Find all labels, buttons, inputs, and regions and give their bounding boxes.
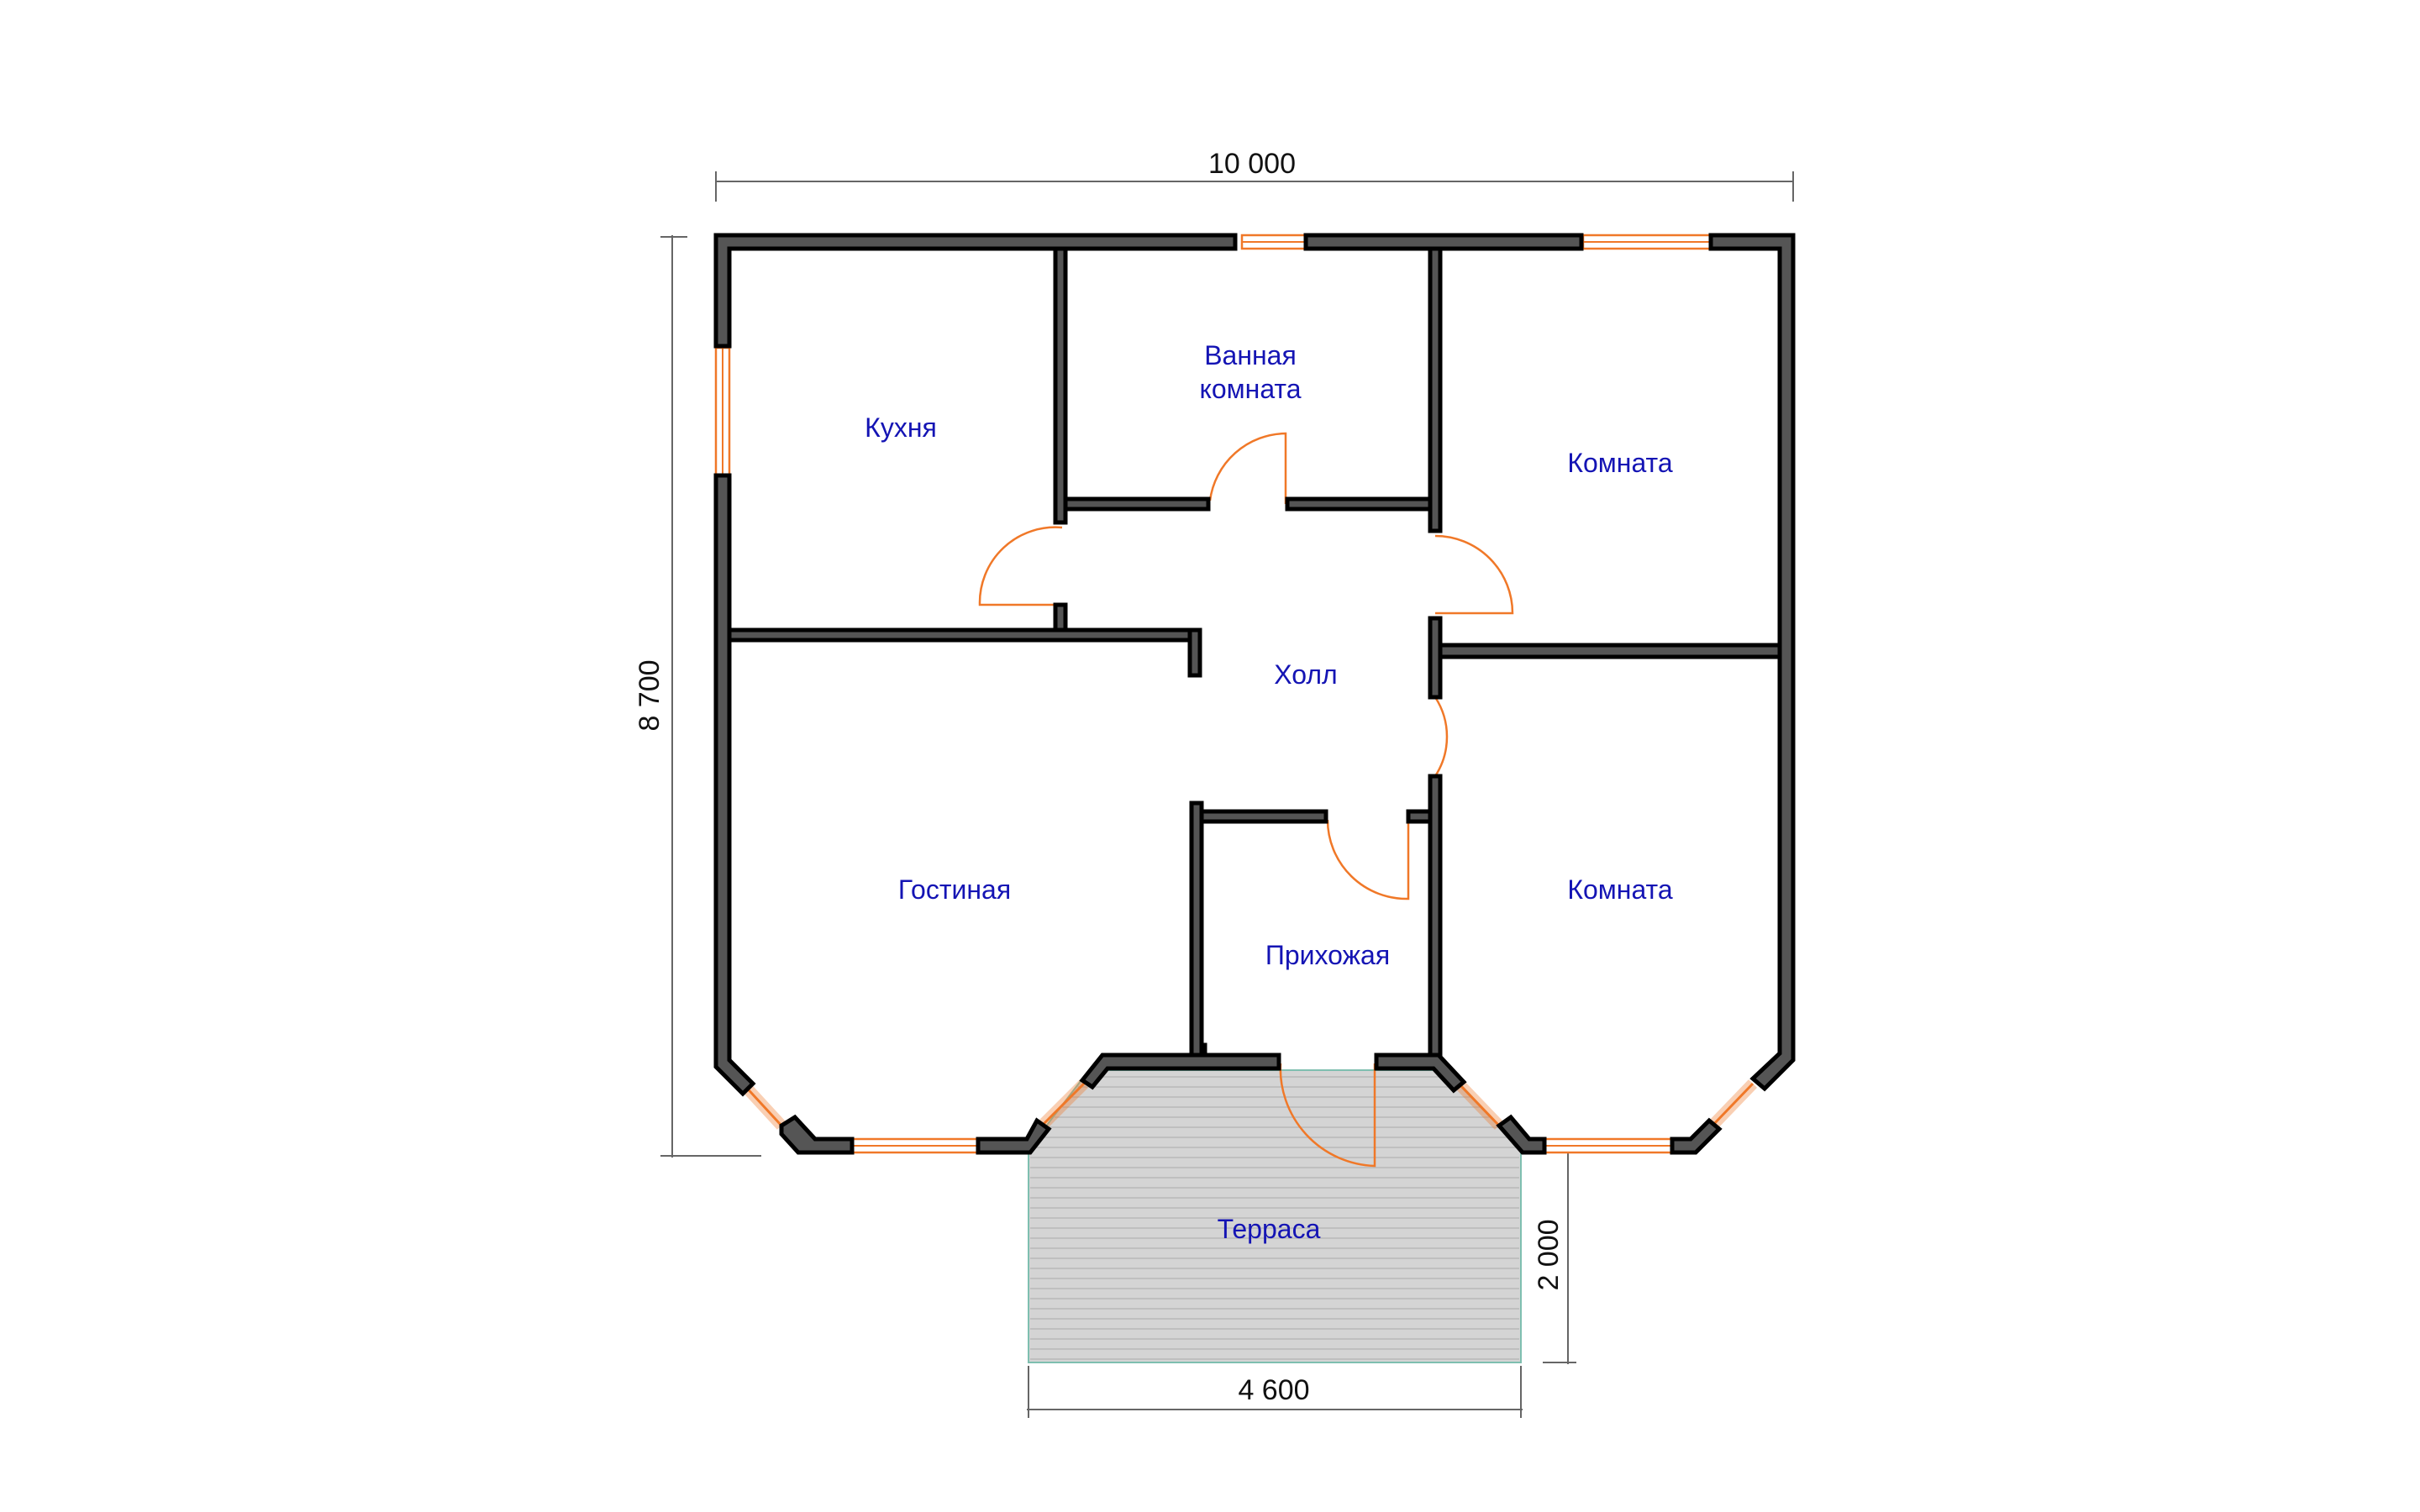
wall-left <box>713 473 756 1097</box>
label-bathroom-line2: комната <box>1199 374 1301 404</box>
label-living-room: Гостиная <box>898 874 1011 905</box>
wall-living-hall-stub <box>1187 627 1202 678</box>
door-room-top-right <box>1434 534 1514 615</box>
label-terrace-width: 4 600 <box>1238 1374 1309 1406</box>
wall-entrance-right <box>1428 774 1443 1058</box>
door-swings <box>978 432 1514 1168</box>
dimension-lines <box>660 171 1794 1418</box>
wall-terrace-left <box>1079 1042 1281 1090</box>
wall-top-right <box>1708 233 1796 1092</box>
wall-bottom-right-bay-left <box>1496 1114 1547 1155</box>
dimension-labels: 10 000 8 700 4 600 2 000 <box>634 148 1565 1406</box>
label-kitchen: Кухня <box>865 412 937 443</box>
label-hall: Холл <box>1274 659 1337 690</box>
wall-kitchen-bathroom <box>1053 246 1068 525</box>
label-entrance-hall: Прихожая <box>1265 940 1390 970</box>
label-terrace-depth: 2 000 <box>1533 1219 1565 1290</box>
terrace-board-lines <box>1030 1076 1519 1360</box>
wall-hall-right-stub <box>1428 616 1443 700</box>
wall-entrance-top-right-stub <box>1406 809 1433 824</box>
wall-bathroom-bottom-left <box>1063 496 1211 512</box>
label-overall-depth: 8 700 <box>634 659 666 731</box>
label-bathroom-line1: Ванная <box>1204 340 1297 370</box>
wall-kitchen-door-jamb <box>1053 602 1068 633</box>
wall-entrance-top <box>1199 809 1328 824</box>
terrace <box>1028 1069 1522 1363</box>
door-room-bottom-right <box>1434 696 1449 777</box>
wall-top-left <box>713 233 1238 349</box>
label-overall-width: 10 000 <box>1208 148 1296 180</box>
wall-entrance-left <box>1189 801 1204 1058</box>
wall-bottom-right-bay-right <box>1670 1117 1723 1155</box>
wall-kitchen-living <box>727 627 1202 643</box>
wall-bathroom-room <box>1428 246 1443 533</box>
wall-bottom-left-bay-right <box>976 1117 1052 1155</box>
walls <box>713 233 1796 1155</box>
door-front-entrance <box>1279 1063 1376 1168</box>
label-terrace: Терраса <box>1218 1214 1321 1244</box>
wall-bottom-left-bay <box>779 1114 855 1155</box>
windows <box>714 234 1758 1154</box>
wall-rooms-divider <box>1438 643 1782 659</box>
label-room-top-right: Комната <box>1567 448 1673 478</box>
wall-bathroom-bottom-right <box>1285 496 1433 512</box>
wall-top-middle <box>1303 233 1584 251</box>
door-kitchen <box>978 526 1063 606</box>
door-bathroom <box>1208 432 1287 504</box>
door-entrance-hall <box>1326 815 1410 900</box>
room-labels: Кухня Ванная комната Комната Холл Гостин… <box>865 340 1673 1244</box>
label-room-bottom-right: Комната <box>1567 874 1673 905</box>
